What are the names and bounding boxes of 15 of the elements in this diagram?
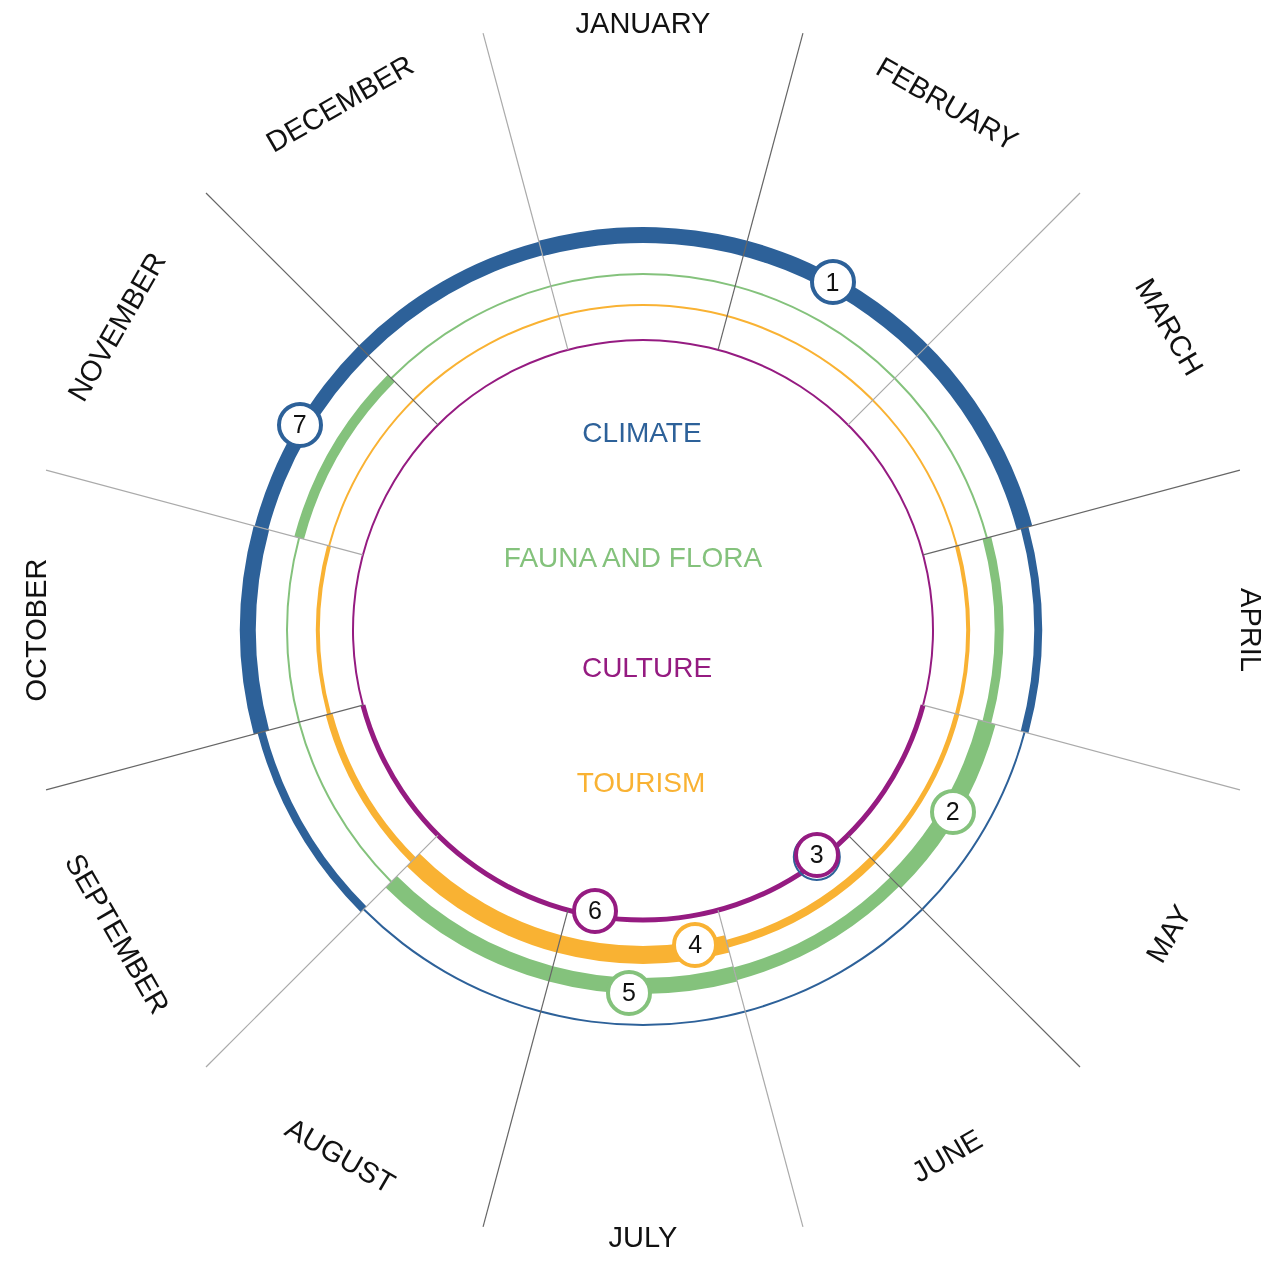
numbered-marker: 6	[571, 887, 618, 934]
month-label: JANUARY	[575, 6, 711, 40]
numbered-marker: 3	[793, 831, 840, 878]
month-label: OCTOBER	[19, 558, 53, 702]
fauna-flora-label: FAUNA AND FLORA	[503, 542, 763, 574]
tourism-label: TOURISM	[576, 767, 706, 799]
culture-label: CULTURE	[581, 652, 713, 684]
numbered-marker: 1	[809, 259, 856, 306]
numbered-marker: 7	[276, 401, 323, 448]
month-label: JULY	[608, 1220, 678, 1254]
month-label: APRIL	[1233, 588, 1267, 672]
climate-label: CLIMATE	[582, 417, 702, 449]
numbered-marker: 5	[606, 969, 653, 1016]
numbered-marker: 4	[672, 921, 719, 968]
numbered-marker: 2	[929, 788, 976, 835]
